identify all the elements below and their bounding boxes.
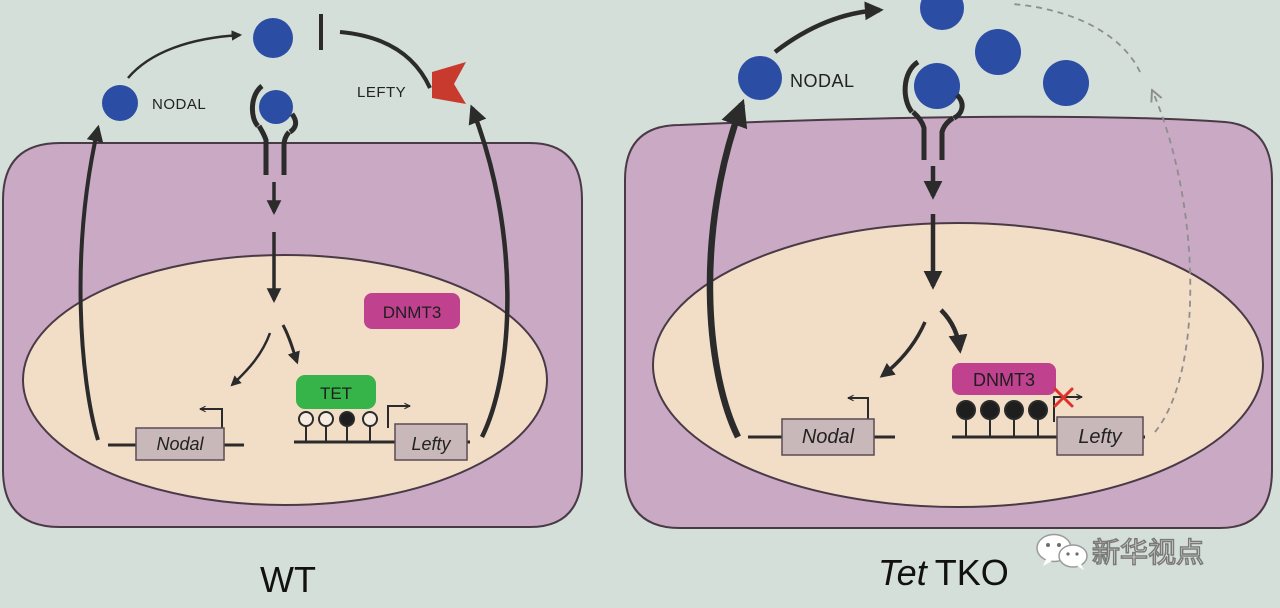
- wt-lefty-gene: Lefty: [294, 406, 470, 461]
- wt-lefty-protein: [432, 62, 466, 104]
- tko-caption-italic: Tet: [878, 552, 929, 593]
- wt-lefty-label: LEFTY: [357, 84, 406, 101]
- wt-nodal-secretion-arrow: [127, 30, 243, 79]
- tko-free-ligand: [920, 0, 964, 30]
- wt-signaling-arrows: [230, 182, 300, 387]
- tko-caption-rest: TKO: [935, 552, 1009, 593]
- tko-nodal-export-arrow: [706, 98, 748, 439]
- wt-nodal-export-arrow: [78, 124, 104, 441]
- tko-nodal-ligand: [738, 56, 782, 100]
- tko-lefty-gene: Lefty: [952, 387, 1145, 456]
- wt-caption: WT: [260, 559, 316, 600]
- wt-cpg-sites: [298, 411, 378, 442]
- tko-nodal-gene: Nodal: [748, 398, 895, 456]
- tko-bound-ligand: [914, 63, 960, 109]
- watermark-text: 新华视点: [1092, 536, 1204, 568]
- watermark: 新华视点: [1036, 533, 1204, 570]
- wechat-icon: [1036, 533, 1088, 570]
- wt-dnmt3-label: DNMT3: [383, 303, 442, 322]
- wt-dnmt3-badge: [364, 293, 460, 329]
- wt-free-ligand: [253, 18, 293, 58]
- tko-receptor: [902, 59, 965, 160]
- wt-lefty-export-arrow: [468, 104, 510, 438]
- tko-absent-lefty-return: [1011, 3, 1141, 73]
- tko-nodal-gene-label: Nodal: [802, 426, 855, 448]
- wt-lefty-inhibition: [339, 30, 432, 89]
- wt-nodal-gene: Nodal: [108, 409, 244, 461]
- tko-lefty-gene-label: Lefty: [1078, 426, 1122, 448]
- tko-free-ligand: [1043, 60, 1089, 106]
- wt-lefty-gene-label: Lefty: [411, 434, 451, 454]
- tko-panel: NODAL Nodal DNMT3: [624, 0, 1273, 593]
- wt-tet-label: TET: [320, 384, 352, 403]
- cross-mark-icon: [1053, 387, 1074, 408]
- wt-panel: NODAL LEFTY DNMT3 Nodal TET: [2, 14, 583, 600]
- tko-free-ligand: [975, 29, 1021, 75]
- wt-tet-badge: [296, 375, 376, 409]
- wt-nodal-ligand: [102, 85, 138, 121]
- tko-absent-lefty-path: [1152, 90, 1192, 433]
- wt-nodal-label: NODAL: [152, 96, 206, 113]
- wt-receptor: [250, 84, 299, 175]
- tko-cpg-sites: [956, 400, 1048, 437]
- wt-bound-ligand: [259, 90, 293, 124]
- wt-nucleus: [22, 254, 548, 506]
- wt-nodal-gene-label: Nodal: [156, 434, 204, 454]
- tko-nodal-secretion-arrow: [773, 1, 884, 54]
- tko-dnmt3-badge: [952, 363, 1056, 395]
- tko-nodal-label: NODAL: [790, 71, 855, 91]
- tko-dnmt3-label: DNMT3: [973, 370, 1035, 390]
- tko-signaling-arrows: [879, 166, 968, 378]
